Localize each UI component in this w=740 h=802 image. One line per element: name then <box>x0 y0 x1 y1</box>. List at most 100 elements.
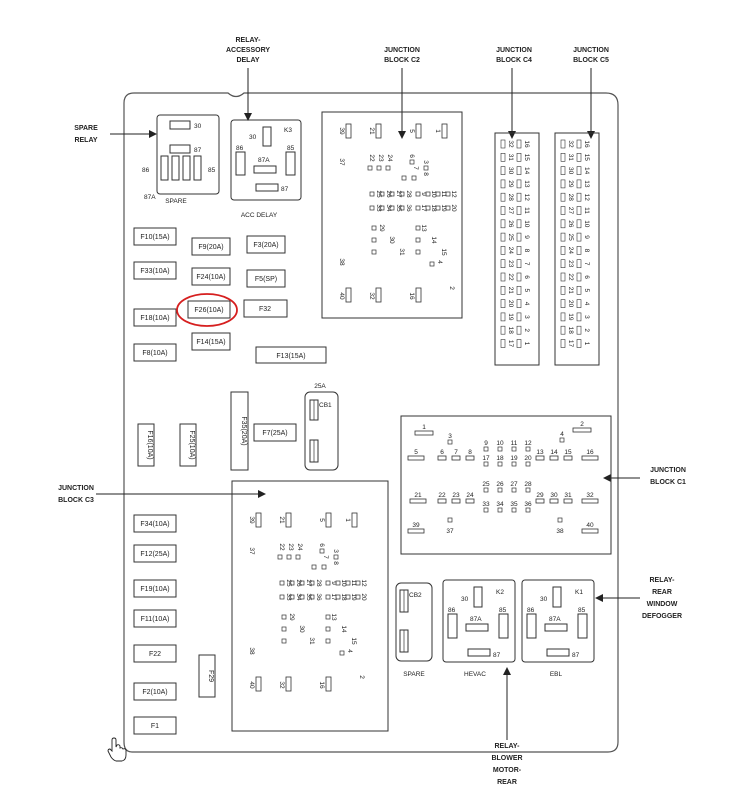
pin-label: 3 <box>448 433 452 440</box>
svg-text:85: 85 <box>499 607 507 614</box>
pin-label: 27 <box>305 579 312 587</box>
pin-terminal <box>379 205 385 211</box>
pin-terminal <box>516 219 522 229</box>
pin-label: 30 <box>507 167 514 175</box>
pin-slot <box>375 123 382 139</box>
pin-terminal <box>500 325 506 335</box>
pin-slot <box>414 430 434 436</box>
pin-label: 19 <box>567 313 574 321</box>
svg-text:F29: F29 <box>207 670 214 682</box>
pin-label: 33 <box>285 593 292 601</box>
svg-text:F9(20A): F9(20A) <box>198 244 223 251</box>
fuse-f29: F29 <box>198 654 216 698</box>
pin-label: 30 <box>550 492 558 499</box>
pin-label: 26 <box>496 481 504 488</box>
pin-slot <box>255 512 262 528</box>
pin-label: 22 <box>507 273 514 281</box>
callout-junction-block-c3: JUNCTION BLOCK C3 <box>58 485 94 504</box>
pin-terminal <box>516 312 522 322</box>
svg-text:30: 30 <box>540 596 548 603</box>
pin-terminal <box>345 594 351 600</box>
pin-terminal <box>576 312 582 322</box>
terminal <box>171 155 180 181</box>
pin-terminal <box>500 246 506 255</box>
svg-text:BLOCK C2: BLOCK C2 <box>384 57 420 64</box>
pin-label: 13 <box>420 224 427 232</box>
pin-terminal <box>500 259 506 269</box>
fuse-f22: F22 <box>133 644 177 663</box>
pin-label: 20 <box>567 300 574 308</box>
svg-text:RELAY-: RELAY- <box>235 37 261 44</box>
pin-terminal <box>516 325 522 335</box>
highlight-circle <box>176 293 238 327</box>
pin-slot <box>563 455 573 461</box>
pin-label: 31 <box>507 154 514 162</box>
pin-terminal <box>511 446 517 452</box>
pin-label: 20 <box>450 204 457 212</box>
svg-text:87A: 87A <box>258 157 270 164</box>
pin-terminal <box>576 285 582 295</box>
pin-terminal <box>429 261 435 267</box>
pin-terminal <box>445 191 451 197</box>
pin-label: 32 <box>567 140 574 148</box>
pin-label: 18 <box>340 593 347 601</box>
pin-terminal <box>560 299 566 308</box>
pin-terminal <box>399 205 405 211</box>
pin-terminal <box>576 139 582 149</box>
pin-label: 34 <box>295 593 302 601</box>
pin-terminal <box>576 232 582 242</box>
pin-label: 8 <box>523 249 530 253</box>
pin-terminal <box>399 191 405 197</box>
pin-terminal <box>516 166 522 175</box>
fuse-f3: F3(20A) <box>246 235 286 254</box>
callout-junction-block-c2: JUNCTION BLOCK C2 <box>384 47 420 64</box>
svg-text:86: 86 <box>448 607 456 614</box>
pin-label: 38 <box>338 258 345 266</box>
svg-text:87A: 87A <box>470 616 482 623</box>
pin-label: 37 <box>338 158 345 166</box>
pin-label: 2 <box>523 328 530 332</box>
pin-slot <box>581 455 599 461</box>
pin-label: 1 <box>344 518 351 522</box>
fuse-f9: F9(20A) <box>191 237 231 256</box>
pin-slot <box>375 287 382 303</box>
terminal <box>235 151 246 176</box>
pin-label: 16 <box>523 140 530 148</box>
svg-text:87: 87 <box>572 652 580 659</box>
svg-text:REAR: REAR <box>497 779 517 786</box>
pin-label: 28 <box>567 194 574 202</box>
pin-label: 9 <box>523 235 530 239</box>
svg-text:F19(10A): F19(10A) <box>140 586 169 593</box>
pin-label: 4 <box>583 302 590 306</box>
svg-text:F24(10A): F24(10A) <box>196 274 225 281</box>
pin-slot <box>563 498 573 504</box>
pin-terminal <box>447 517 453 523</box>
pin-terminal <box>516 179 522 189</box>
svg-text:86: 86 <box>236 145 244 152</box>
pin-terminal <box>516 299 522 308</box>
svg-text:BLOCK C3: BLOCK C3 <box>58 497 94 504</box>
pin-label: 6 <box>583 275 590 279</box>
svg-text:RELAY-: RELAY- <box>494 743 520 750</box>
pin-terminal <box>576 246 582 255</box>
terminal <box>467 648 491 657</box>
svg-text:F12(25A): F12(25A) <box>140 551 169 558</box>
pin-terminal <box>445 205 451 211</box>
pin-slot <box>441 123 448 139</box>
pin-label: 37 <box>248 547 255 555</box>
pin-terminal <box>516 206 522 215</box>
svg-text:SPARE: SPARE <box>403 671 425 678</box>
pin-slot <box>345 123 352 139</box>
pin-label: 39 <box>412 522 420 529</box>
pin-terminal <box>339 650 345 656</box>
pin-label: 25 <box>482 481 490 488</box>
circuit-breaker-cb2: CB2 SPARE <box>395 582 433 678</box>
pin-label: 7 <box>412 166 419 170</box>
pin-label: 23 <box>452 492 460 499</box>
pin-label: 33 <box>375 204 382 212</box>
pin-label: 1 <box>523 342 530 346</box>
callout-junction-block-c5: JUNCTION BLOCK C5 <box>573 47 609 64</box>
pin-label: 29 <box>536 492 544 499</box>
pin-terminal <box>325 626 331 632</box>
pin-label: 7 <box>454 449 458 456</box>
